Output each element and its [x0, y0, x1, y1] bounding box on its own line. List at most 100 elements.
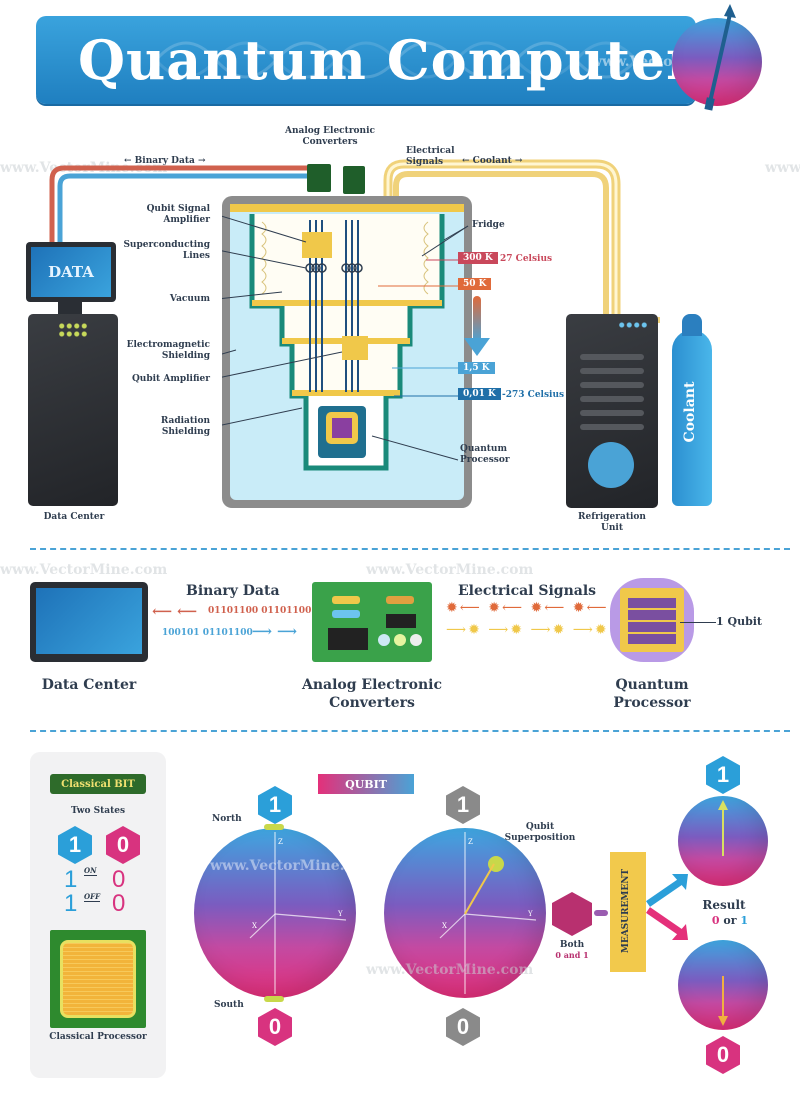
result-label: Result: [702, 898, 746, 912]
signal-out-icons: ✹⟵ ✹⟵ ✹⟵ ✹⟵: [446, 600, 609, 616]
binary-data-flow-label: ← Binary Data →: [124, 156, 206, 166]
south-pole-marker: [264, 996, 284, 1002]
superposition-label: Qubit Superposition: [504, 822, 576, 843]
label-electromagnetic-shielding: Electromagnetic Shielding: [126, 340, 210, 361]
monitor-stand: [58, 302, 82, 314]
qubit-signal-amplifier: [302, 232, 332, 258]
label-qubit-signal-amplifier: Qubit Signal Amplifier: [146, 204, 210, 225]
on-label: ON: [84, 866, 97, 876]
wave-decoration: [154, 41, 638, 79]
sphere-axes: Z Y X Z Y X: [249, 832, 537, 994]
fridge-stages: [222, 214, 469, 471]
north-label: North: [212, 814, 242, 824]
data-center-label: Data Center: [43, 512, 105, 522]
binary-out-text: 01101100 01101100: [208, 606, 312, 616]
binary-data-pipe-out: [49, 165, 310, 260]
measurement-block: MEASUREMENT: [610, 852, 646, 972]
both-sub-label: 0 and 1: [555, 950, 589, 960]
binary-data-pipe-in: [57, 173, 310, 260]
watermark: www.VectorMine.com: [366, 962, 534, 978]
binary-in-text: 100101 01101100: [162, 628, 253, 638]
analog-converter-board: [312, 582, 432, 662]
temp-300k-celsius: 27 Celsius: [500, 254, 553, 264]
coolant-tank: Coolant: [672, 330, 712, 506]
arrow-left-icon: ⟵ ⟵: [152, 604, 198, 620]
on-zero: 0: [112, 866, 126, 893]
off-one: 1: [64, 890, 78, 917]
connector: [594, 910, 608, 916]
axis-y-label: Y: [527, 910, 533, 918]
analog-converter-label: Analog Electronic Converters: [301, 677, 443, 711]
axis-y-label: Y: [337, 910, 343, 918]
hex-one-result-icon: 1: [706, 756, 740, 794]
temp-001k: 0,01 K: [458, 388, 501, 400]
classical-bit-badge: Classical BIT: [50, 774, 146, 794]
temp-001k-celsius: -273 Celsius: [502, 390, 565, 400]
qubit-callout-label: 1 Qubit: [716, 615, 763, 628]
watermark: www.VectorMine.com: [765, 160, 800, 176]
qubit-badge: QUBIT: [318, 774, 414, 794]
north-pole-marker: [264, 824, 284, 830]
label-vacuum: Vacuum: [169, 294, 210, 304]
classical-bit-panel: [30, 752, 166, 1078]
title-banner: [36, 16, 696, 104]
data-center-server: [28, 314, 118, 506]
binary-data-title: Binary Data: [186, 583, 280, 599]
hex-zero-icon: 0: [258, 1008, 292, 1046]
result-sub-label: 0 or 1: [700, 914, 760, 927]
status-lights-icon: [618, 322, 648, 328]
result-arrows-icon: [646, 874, 688, 940]
data-center-laptop: [30, 582, 148, 662]
coolant-tank-label: Coolant: [682, 381, 698, 443]
result-arrow-down-icon: [718, 976, 728, 1026]
page-title: Quantum Computer: [78, 28, 696, 92]
tank-valve: [682, 314, 702, 336]
off-zero: 0: [112, 890, 126, 917]
section-divider: [30, 730, 790, 732]
quantum-processor-chip: [620, 588, 684, 652]
data-center-monitor: DATA: [26, 242, 116, 302]
temp-50k: 50 K: [458, 278, 492, 290]
axis-z-label: Z: [468, 838, 473, 846]
classical-processor-chip: [50, 930, 146, 1028]
temp-300k: 300 K: [458, 252, 498, 264]
coolant-flow-label: ← Coolant →: [462, 156, 523, 166]
section-divider: [30, 548, 790, 550]
signal-in-icons: ⟶✹ ⟶✹ ⟶✹ ⟶✹: [446, 622, 609, 638]
quantum-processor-label: Quantum Processor: [613, 677, 691, 711]
result-or: or: [723, 914, 737, 927]
result-zero: 0: [711, 914, 720, 927]
result-one: 1: [740, 914, 749, 927]
title-spin-arrow-icon: [704, 4, 736, 111]
analog-converters-label: Analog Electronic Converters: [284, 126, 376, 147]
both-label: Both: [559, 940, 585, 950]
south-label: South: [214, 1000, 244, 1010]
watermark: www.VectorMine.com: [366, 562, 534, 578]
hex-one-gray-icon: 1: [446, 786, 480, 824]
arrow-right-icon: ⟶ ⟶: [252, 624, 298, 640]
hex-both-icon: [552, 892, 592, 936]
cooling-arrow-icon: [464, 296, 490, 356]
label-radiation-shielding: Radiation Shielding: [160, 416, 210, 437]
label-qubit-amplifier: Qubit Amplifier: [131, 374, 210, 384]
refrigeration-unit: [566, 314, 658, 508]
status-lights-icon: [58, 322, 88, 338]
analog-converter-box: [343, 166, 365, 194]
classical-processor-label: Classical Processor: [49, 1032, 147, 1042]
axis-z-label: Z: [278, 838, 283, 846]
label-superconducting-lines: Superconducting Lines: [123, 240, 210, 261]
electrical-signals-label: Electrical Signals: [406, 146, 455, 167]
electrical-signals-title: Electrical Signals: [458, 583, 597, 599]
hex-one-icon: 1: [258, 786, 292, 824]
axis-x-label: X: [442, 922, 447, 930]
on-one: 1: [64, 866, 78, 893]
off-label: OFF: [84, 892, 101, 902]
measurement-label: MEASUREMENT: [621, 868, 631, 954]
hex-zero-gray-icon: 0: [446, 1008, 480, 1046]
analog-converter-box: [307, 164, 331, 192]
label-fridge: Fridge: [472, 220, 505, 230]
title-qubit-sphere: [672, 18, 762, 106]
qubit-callout-line: [680, 622, 716, 623]
data-center-label: Data Center: [41, 677, 137, 693]
result-arrow-up-icon: [718, 800, 728, 856]
